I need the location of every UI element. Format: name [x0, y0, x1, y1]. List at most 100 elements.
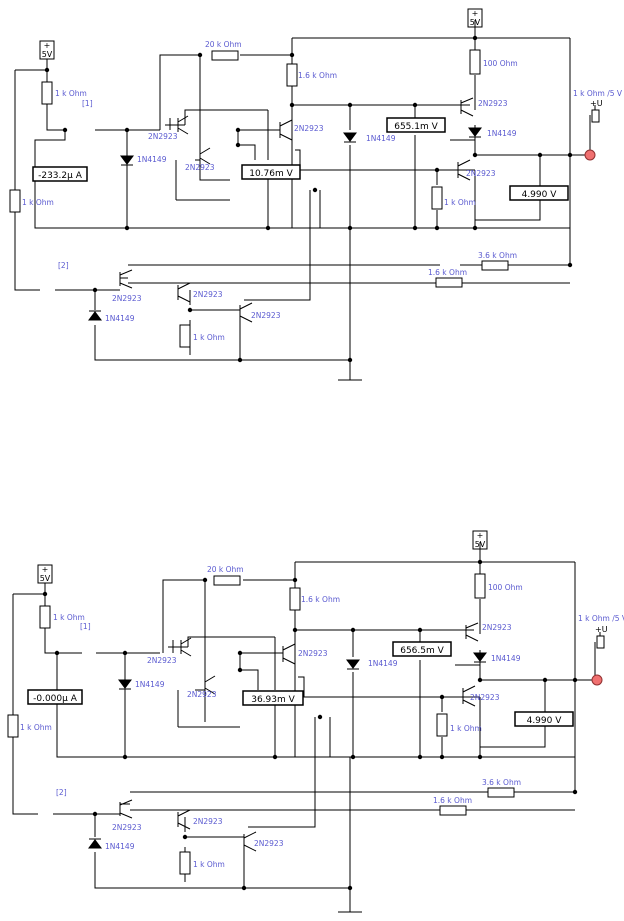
- label-r-1k-left: 1 k Ohm: [22, 198, 54, 207]
- label-r-1k-left: 1 k Ohm: [20, 723, 52, 732]
- label-diode-2: 1N4149: [366, 134, 396, 143]
- label-q3: 2N2923: [294, 124, 324, 133]
- resistor-1-6k: [289, 587, 301, 611]
- label-r-1-6k-top: 1.6 k Ohm: [301, 595, 340, 604]
- label-diode-2: 1N4149: [368, 659, 398, 668]
- supply-label: 5V: [40, 574, 51, 583]
- supply-plus: +: [42, 565, 49, 574]
- label-load-plus: +U: [595, 625, 608, 634]
- label-r-1-6k-bot: 1.6 k Ohm: [428, 268, 467, 277]
- supply-5v-left: + 5V: [39, 40, 55, 60]
- label-q2: 2N2923: [185, 163, 215, 172]
- wires: [12, 542, 601, 913]
- resistor-1k-bot: [179, 851, 191, 875]
- voltmeter-top: 655.1m V: [386, 117, 446, 133]
- supply-plus: +: [477, 531, 484, 540]
- resistor-1-6k-bot: [435, 277, 463, 288]
- supply-plus: +: [44, 41, 51, 50]
- label-q8: 2N2923: [251, 311, 281, 320]
- transistors: [119, 97, 474, 323]
- labels: 1 k Ohm 1 k Ohm 20 k Ohm 1.6 k Ohm 100 O…: [22, 40, 623, 342]
- supply-5v-left: + 5V: [37, 564, 53, 584]
- resistor-1k-out: [431, 186, 443, 210]
- resistor-1k-bot: [179, 324, 191, 348]
- label-r-1k-in: 1 k Ohm: [55, 89, 87, 98]
- voltmeter-top-reading: 655.1m V: [394, 122, 438, 132]
- resistor-3-6k: [481, 260, 509, 271]
- circuit-top: + 5V + 5V: [9, 8, 623, 381]
- voltmeter-mid-reading: 36.93m V: [251, 695, 295, 705]
- junctions: [44, 35, 573, 363]
- label-diode-1: 1N4149: [135, 680, 165, 689]
- resistor-load: [596, 635, 605, 649]
- label-r-3-6k: 3.6 k Ohm: [478, 251, 517, 260]
- voltmeter-top-reading: 656.5m V: [400, 646, 444, 656]
- label-r-1k-out: 1 k Ohm: [444, 198, 476, 207]
- voltmeter-mid-reading: 10.76m V: [249, 169, 293, 179]
- resistor-3-6k: [487, 787, 515, 798]
- label-r-3-6k: 3.6 k Ohm: [482, 778, 521, 787]
- label-q5: 2N2923: [470, 693, 500, 702]
- label-q1: 2N2923: [147, 656, 177, 665]
- label-switch-1: [1]: [82, 99, 93, 108]
- ammeter: -233.2µ A: [32, 166, 88, 182]
- resistor-1-6k-bot: [439, 805, 467, 816]
- supply-label: 5V: [42, 50, 53, 59]
- label-q7: 2N2923: [193, 290, 223, 299]
- label-diode-3: 1N4149: [491, 654, 521, 663]
- label-switch-1: [1]: [80, 622, 91, 631]
- ammeter: -0.000µ A: [27, 689, 83, 705]
- label-r-1k-in: 1 k Ohm: [53, 613, 85, 622]
- labels: 1 k Ohm 1 k Ohm 20 k Ohm 1.6 k Ohm 100 O…: [20, 565, 624, 869]
- voltmeter-out: 4.990 V: [514, 711, 574, 727]
- label-q2: 2N2923: [187, 690, 217, 699]
- label-q3: 2N2923: [298, 649, 328, 658]
- resistor-1k-out: [436, 713, 448, 737]
- voltmeter-mid: 10.76m V: [241, 164, 301, 180]
- resistor-1k-left: [7, 714, 19, 738]
- label-r-20k: 20 k Ohm: [207, 565, 244, 574]
- voltmeter-out-reading: 4.990 V: [522, 190, 558, 200]
- label-r-1k-out: 1 k Ohm: [450, 724, 482, 733]
- resistor-1-6k: [286, 63, 298, 87]
- voltmeter-mid: 36.93m V: [242, 690, 304, 706]
- resistor-load: [591, 109, 600, 123]
- resistor-1k-in: [41, 81, 53, 105]
- diodes: [88, 652, 487, 849]
- label-r-1k-bot: 1 k Ohm: [193, 333, 225, 342]
- ammeter-reading: -233.2µ A: [38, 171, 83, 181]
- resistor-1k-left: [9, 189, 21, 213]
- label-r-100: 100 Ohm: [483, 59, 518, 68]
- label-r-1-6k-top: 1.6 k Ohm: [298, 71, 337, 80]
- label-q4: 2N2923: [478, 99, 508, 108]
- voltmeter-out: 4.990 V: [509, 185, 569, 201]
- label-q7: 2N2923: [193, 817, 223, 826]
- resistor-100: [474, 573, 486, 599]
- label-switch-2: [2]: [58, 261, 69, 270]
- label-switch-2: [2]: [56, 788, 67, 797]
- output-indicator: [591, 674, 603, 686]
- diodes: [88, 127, 482, 321]
- label-load: 1 k Ohm /5 V: [573, 89, 623, 98]
- label-q5: 2N2923: [466, 169, 496, 178]
- resistor-20k: [213, 575, 241, 586]
- resistor-1k-in: [39, 605, 51, 629]
- resistor-20k: [211, 50, 239, 61]
- voltmeter-out-reading: 4.990 V: [527, 716, 563, 726]
- voltmeter-top: 656.5m V: [392, 641, 452, 657]
- output-indicator: [584, 149, 596, 161]
- ammeter-reading: -0.000µ A: [33, 694, 78, 704]
- label-r-100: 100 Ohm: [488, 583, 523, 592]
- label-diode-1: 1N4149: [137, 155, 167, 164]
- label-diode-3: 1N4149: [487, 129, 517, 138]
- transistors: [119, 622, 479, 852]
- supply-plus: +: [472, 9, 479, 18]
- resistors: [7, 573, 605, 875]
- label-load-plus: +U: [590, 99, 603, 108]
- resistor-100: [469, 49, 481, 75]
- resistors: [9, 49, 600, 348]
- label-q6: 2N2923: [112, 823, 142, 832]
- label-diode-4: 1N4149: [105, 842, 135, 851]
- label-q4: 2N2923: [482, 623, 512, 632]
- label-r-1k-bot: 1 k Ohm: [193, 860, 225, 869]
